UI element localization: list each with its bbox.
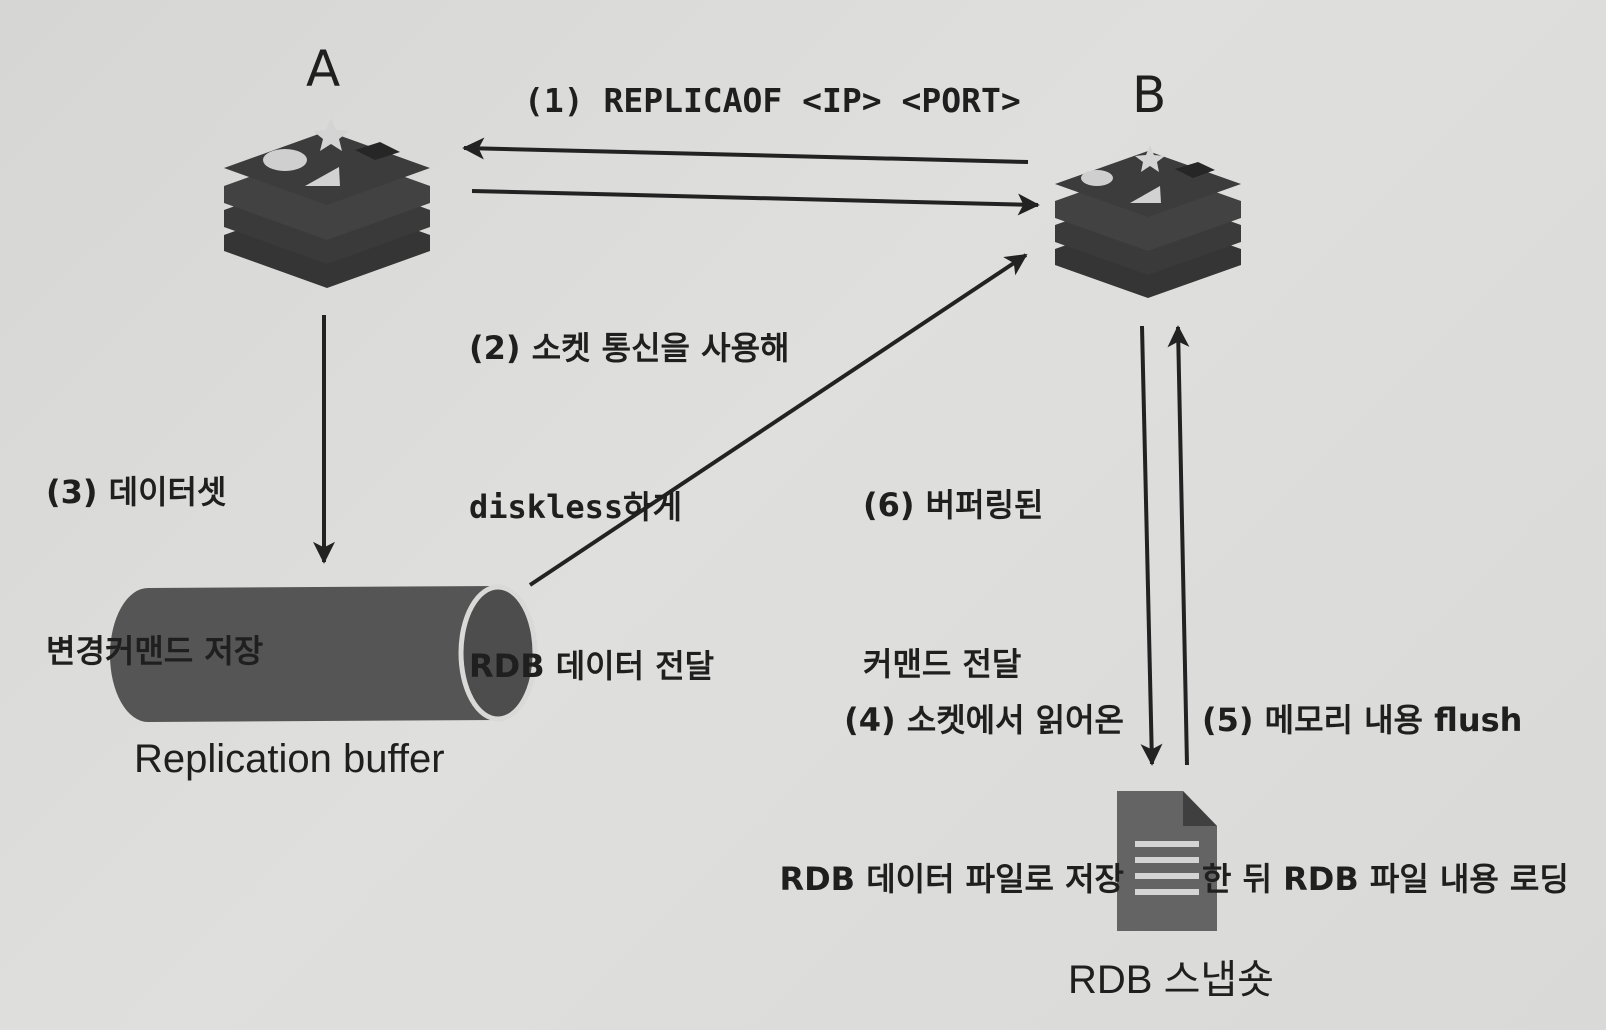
server-a-icon bbox=[224, 118, 430, 288]
step-3-line-1: (3) 데이터셋 bbox=[46, 473, 227, 511]
step-4-label: (4) 소켓에서 읽어온 RDB 데이터 파일로 저장 bbox=[779, 588, 1124, 1012]
step-2-label: (2) 소켓 통신을 사용해 diskless하게 RDB 데이터 전달 bbox=[469, 216, 789, 799]
arrow-diskless-transfer bbox=[471, 189, 1040, 216]
step-3-line-2: 변경커맨드 저장 bbox=[46, 632, 264, 670]
replication-buffer-icon bbox=[110, 584, 538, 722]
step-6-label: (6) 버퍼링된 커맨드 전달 bbox=[863, 373, 1043, 797]
rdb-snapshot-label: RDB 스냅숏 bbox=[1068, 958, 1274, 1002]
step-5-label: (5) 메모리 내용 flush 한 뒤 RDB 파일 내용 로딩 bbox=[1202, 588, 1569, 1012]
step-2-line-1: (2) 소켓 통신을 사용해 bbox=[469, 329, 790, 367]
node-b-label: B bbox=[1132, 66, 1167, 124]
server-b-icon bbox=[1055, 145, 1241, 298]
step-4-line-2: RDB 데이터 파일로 저장 bbox=[779, 860, 1124, 898]
step-2-line-2: diskless하게 bbox=[469, 488, 683, 526]
replication-buffer-label: Replication buffer bbox=[134, 737, 445, 781]
step-4-line-1: (4) 소켓에서 읽어온 bbox=[844, 701, 1124, 739]
step-3-label: (3) 데이터셋 변경커맨드 저장 bbox=[46, 360, 263, 784]
arrow-replicaof bbox=[462, 137, 1029, 164]
step-2-line-3: RDB 데이터 전달 bbox=[469, 647, 715, 685]
step-5-line-1: (5) 메모리 내용 flush bbox=[1202, 701, 1523, 739]
rdb-snapshot-file-icon bbox=[1117, 791, 1217, 931]
arrow-buffered-commands bbox=[528, 253, 1028, 587]
step-5-line-2: 한 뒤 RDB 파일 내용 로딩 bbox=[1202, 860, 1569, 898]
node-a-label: A bbox=[306, 40, 341, 98]
step-6-line-1: (6) 버퍼링된 bbox=[863, 486, 1044, 524]
arrow-load-rdb-file bbox=[1167, 325, 1190, 766]
arrow-save-rdb-file bbox=[1140, 325, 1163, 766]
step-1-label: (1) REPLICAOF <IP> <PORT> bbox=[524, 81, 1021, 120]
step-6-line-2: 커맨드 전달 bbox=[863, 645, 1022, 683]
